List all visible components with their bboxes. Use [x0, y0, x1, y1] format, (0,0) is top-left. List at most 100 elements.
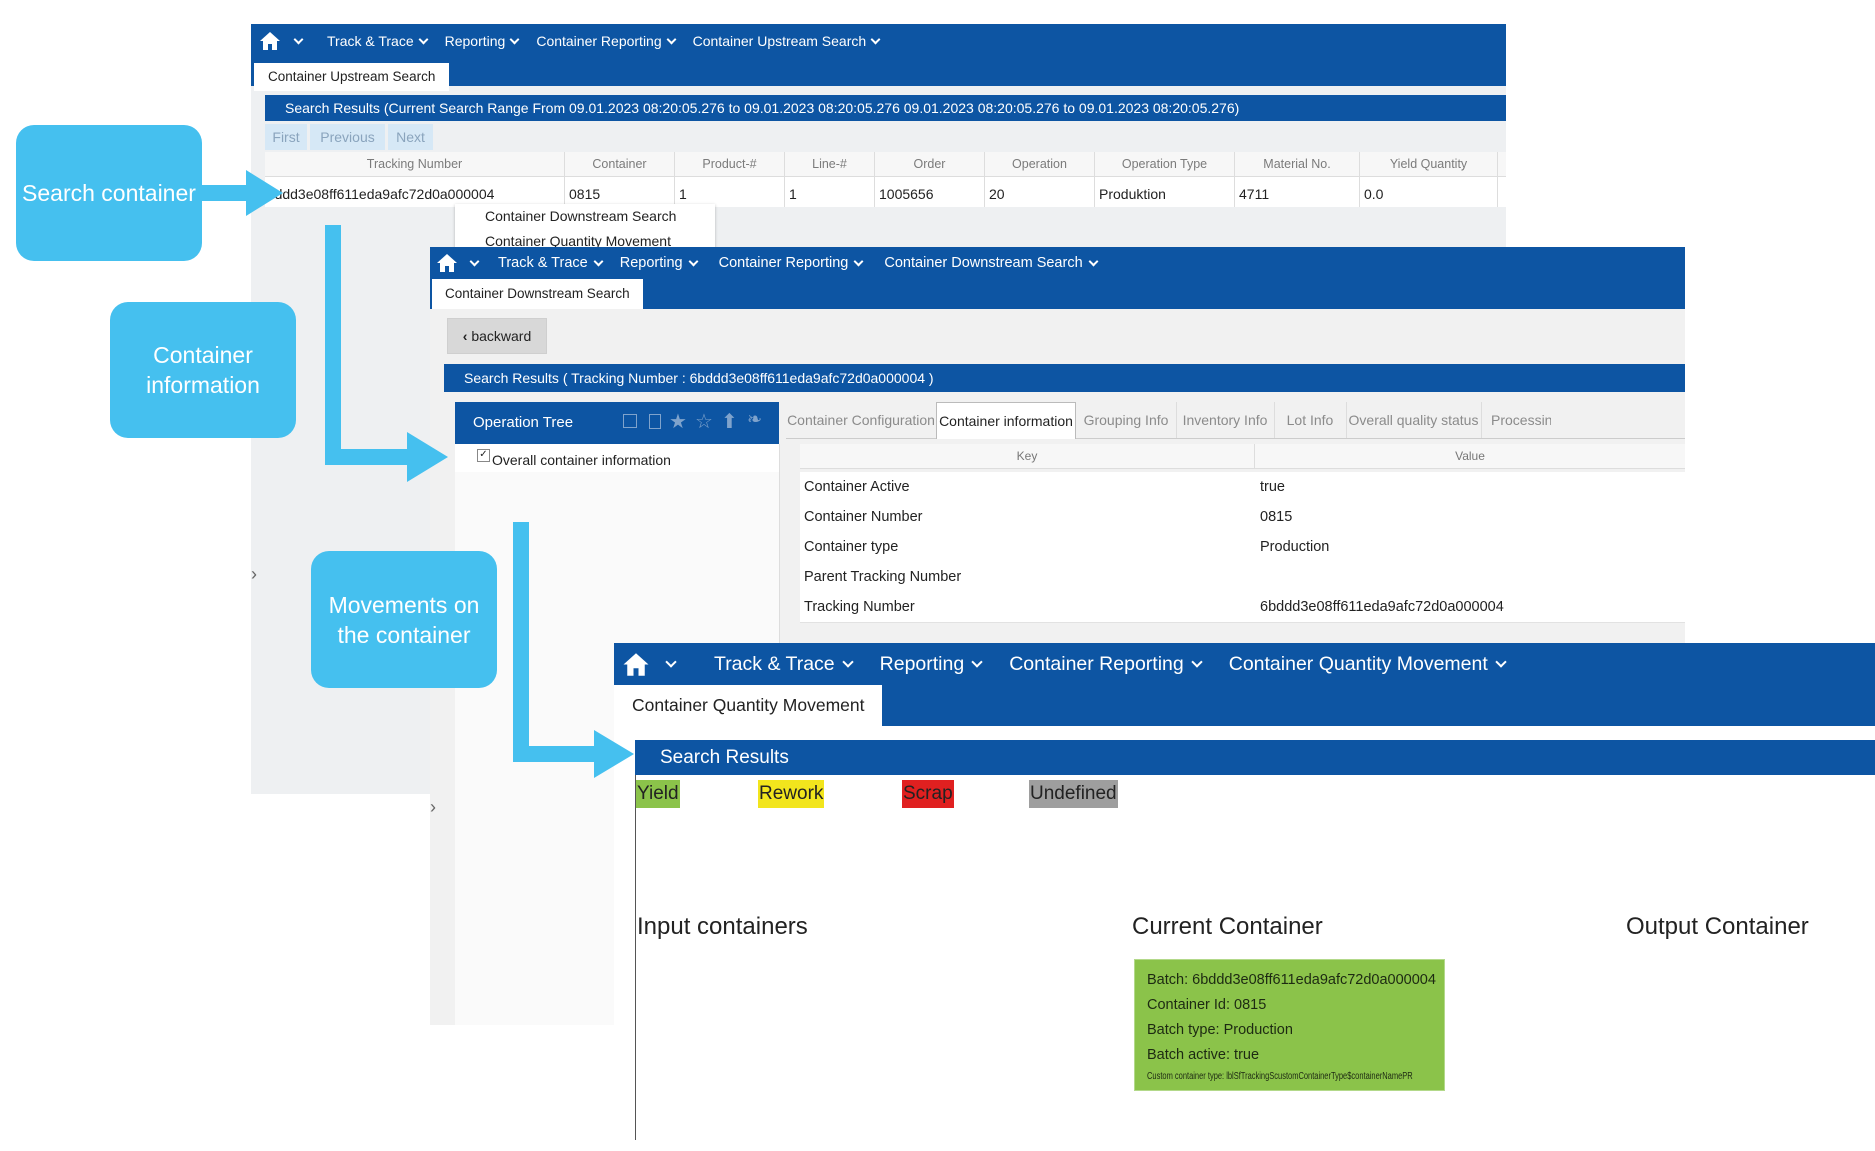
arrow-right-icon [200, 170, 283, 216]
table-cell: 1 [785, 177, 875, 207]
divider [635, 775, 636, 1140]
kv-value: 6bddd3e08ff611eda9afc72d0a000004 [1260, 599, 1504, 615]
star-filled-icon[interactable]: ★ [669, 411, 687, 433]
nav-container-upstream-search[interactable]: Container Upstream Search [693, 33, 881, 49]
tab-container-upstream-search[interactable]: Container Upstream Search [254, 63, 450, 91]
tab-lot-info[interactable]: Lot Info [1274, 402, 1347, 438]
callout-container-information: Container information [110, 302, 296, 438]
top-nav: Track & Trace Reporting Container Report… [251, 24, 1506, 58]
menu-item-downstream-search[interactable]: Container Downstream Search [485, 208, 677, 224]
table-cell: 4711 [1235, 177, 1360, 207]
column-header[interactable]: Order [875, 152, 985, 176]
star-outline-icon[interactable]: ☆ [695, 411, 713, 433]
arrow-down-right-icon [513, 522, 634, 778]
column-header[interactable]: Yield Quantity [1360, 152, 1498, 176]
search-results-header: Search Results ( Tracking Number : 6bddd… [444, 364, 1685, 392]
column-header[interactable]: Line-# [785, 152, 875, 176]
column-header-key[interactable]: Key [800, 444, 1255, 468]
callout-movements: Movements on the container [311, 551, 497, 688]
first-page-button[interactable]: First [265, 124, 307, 150]
current-container-card[interactable]: Batch: 6bddd3e08ff611eda9afc72d0a000004 … [1134, 959, 1445, 1091]
card-batch: Batch: 6bddd3e08ff611eda9afc72d0a000004 [1147, 972, 1436, 988]
operation-tree-header: Operation Tree ★ ☆ ⬆ ❧ [455, 402, 779, 444]
home-icon [437, 254, 457, 272]
table-cell: 0815 [565, 177, 675, 207]
table-row[interactable]: 6bddd3e08ff611eda9afc72d0a000004 0815 1 … [265, 177, 1506, 207]
column-header[interactable]: Product-# [675, 152, 785, 176]
column-header[interactable]: Operation [985, 152, 1095, 176]
column-header-value[interactable]: Value [1455, 449, 1485, 463]
kv-key: Parent Tracking Number [804, 569, 962, 585]
chevron-right-icon[interactable]: › [251, 564, 257, 584]
next-page-button[interactable]: Next [388, 124, 433, 150]
arrow-down-right-icon [325, 225, 448, 482]
chevron-right-icon[interactable]: › [430, 797, 436, 817]
arrow-up-icon[interactable]: ⬆ [721, 411, 738, 433]
nav-label: Track & Trace [498, 255, 588, 271]
tab-container-quantity-movement[interactable]: Container Quantity Movement [614, 685, 883, 726]
tab-overall-quality-status[interactable]: Overall quality status [1346, 402, 1482, 438]
column-header[interactable]: Material No. [1235, 152, 1360, 176]
operation-tree-title: Operation Tree [473, 414, 574, 431]
nav-track-trace[interactable]: Track & Trace [327, 33, 429, 49]
table-cell: 1005656 [875, 177, 985, 207]
nav-reporting[interactable]: Reporting [619, 255, 699, 271]
column-header[interactable]: Tracking Number [265, 152, 565, 176]
legend-scrap: Scrap [902, 780, 954, 808]
home-icon [623, 652, 649, 676]
nav-label: Container Quantity Movement [1228, 652, 1488, 675]
search-results-header: Search Results [635, 740, 1875, 775]
input-containers-title: Input containers [637, 913, 808, 940]
legend-rework: Rework [758, 780, 825, 808]
nav-container-downstream-search[interactable]: Container Downstream Search [884, 255, 1099, 271]
tab-inventory-info[interactable]: Inventory Info [1176, 402, 1275, 438]
home-button[interactable] [251, 31, 289, 51]
collapse-icon[interactable] [623, 414, 637, 428]
current-container-title: Current Container [1132, 913, 1323, 940]
kv-table-header: Key Value [800, 444, 1685, 469]
leaf-icon[interactable]: ❧ [747, 409, 763, 429]
table-cell: 20 [985, 177, 1095, 207]
home-button[interactable] [430, 253, 464, 273]
tree-item[interactable]: ✓ Overall container information [455, 444, 779, 472]
tab-container-information[interactable]: Container information [936, 402, 1076, 439]
nav-container-quantity-movement[interactable]: Container Quantity Movement [1228, 652, 1507, 676]
top-nav: Track & Trace Reporting Container Report… [430, 247, 1685, 279]
column-header[interactable]: Container [565, 152, 675, 176]
nav-container-reporting[interactable]: Container Reporting [719, 255, 864, 271]
nav-label: Reporting [619, 255, 683, 271]
card-batch-active: Batch active: true [1147, 1047, 1260, 1063]
table-cell: Produktion [1095, 177, 1235, 207]
table-row[interactable]: Container Active true [800, 472, 1685, 503]
tab-grouping-info[interactable]: Grouping Info [1076, 402, 1177, 438]
nav-track-trace[interactable]: Track & Trace [498, 255, 604, 271]
export-icon[interactable] [649, 414, 661, 429]
kv-key: Container Active [804, 479, 910, 495]
quantity-movement-window: Track & Trace Reporting Container Report… [614, 643, 1875, 1140]
nav-container-reporting[interactable]: Container Reporting [1009, 653, 1203, 676]
tab-container-downstream-search[interactable]: Container Downstream Search [432, 279, 643, 309]
checkbox[interactable]: ✓ [477, 449, 490, 462]
nav-reporting[interactable]: Reporting [879, 652, 983, 676]
kv-key: Container Number [804, 509, 923, 525]
backward-label: backward [471, 328, 532, 344]
column-header[interactable]: Operation Type [1095, 152, 1235, 176]
context-menu: Container Downstream Search Container Qu… [455, 204, 715, 254]
tab-processing[interactable]: Processin [1491, 412, 1551, 428]
backward-button[interactable]: ‹ backward [447, 318, 547, 354]
nav-reporting[interactable]: Reporting [445, 33, 520, 49]
nav-label: Reporting [879, 652, 965, 675]
kv-value: true [1260, 479, 1285, 495]
card-container-id: Container Id: 0815 [1147, 997, 1267, 1013]
menu-item-quantity-movement[interactable]: Container Quantity Movement [485, 233, 671, 249]
callout-search-container: Search container [16, 125, 202, 261]
nav-container-reporting[interactable]: Container Reporting [536, 33, 677, 49]
previous-page-button[interactable]: Previous [310, 124, 385, 150]
top-nav: Track & Trace Reporting Container Report… [614, 643, 1875, 685]
home-button[interactable] [614, 652, 658, 677]
table-cell: 6bddd3e08ff611eda9afc72d0a000004 [265, 177, 565, 207]
nav-track-trace[interactable]: Track & Trace [714, 653, 854, 676]
legend-yield: Yield [636, 780, 680, 808]
